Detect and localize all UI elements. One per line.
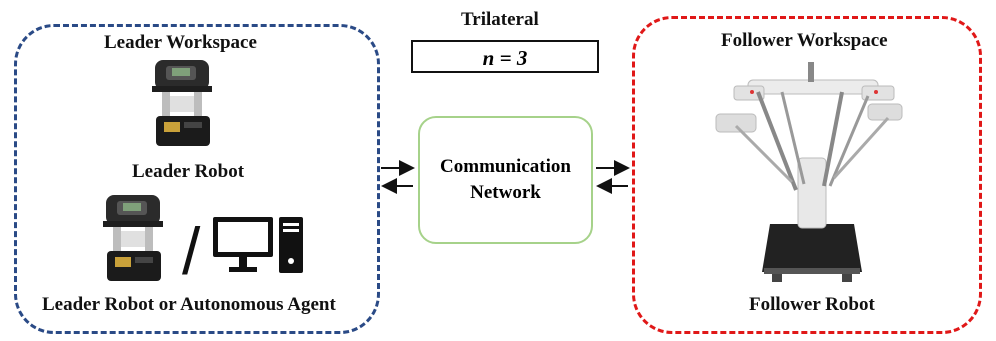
n-formula-box: n = 3 xyxy=(411,40,599,73)
leader-robot-label: Leader Robot xyxy=(132,161,245,182)
follower-workspace-box xyxy=(632,16,982,334)
network-label-line1: Communication xyxy=(440,156,571,177)
communication-network-label: Communication Network xyxy=(420,154,591,206)
communication-network-box: Communication Network xyxy=(418,116,593,244)
leader-workspace-box xyxy=(14,24,380,334)
follower-workspace-title: Follower Workspace xyxy=(721,30,888,51)
surgical-robot-icon xyxy=(715,62,903,282)
leader-agent-label: Leader Robot or Autonomous Agent xyxy=(42,294,336,315)
follower-robot-label: Follower Robot xyxy=(749,294,875,315)
network-label-line2: Network xyxy=(470,182,541,203)
trilateral-label: Trilateral xyxy=(461,9,539,30)
n-formula: n = 3 xyxy=(482,46,528,70)
separator-slash: / xyxy=(182,214,201,288)
leader-console-icon xyxy=(103,195,163,281)
leader-workspace-title: Leader Workspace xyxy=(104,32,257,53)
computer-icon xyxy=(213,217,303,273)
leader-console-icon xyxy=(152,60,212,146)
